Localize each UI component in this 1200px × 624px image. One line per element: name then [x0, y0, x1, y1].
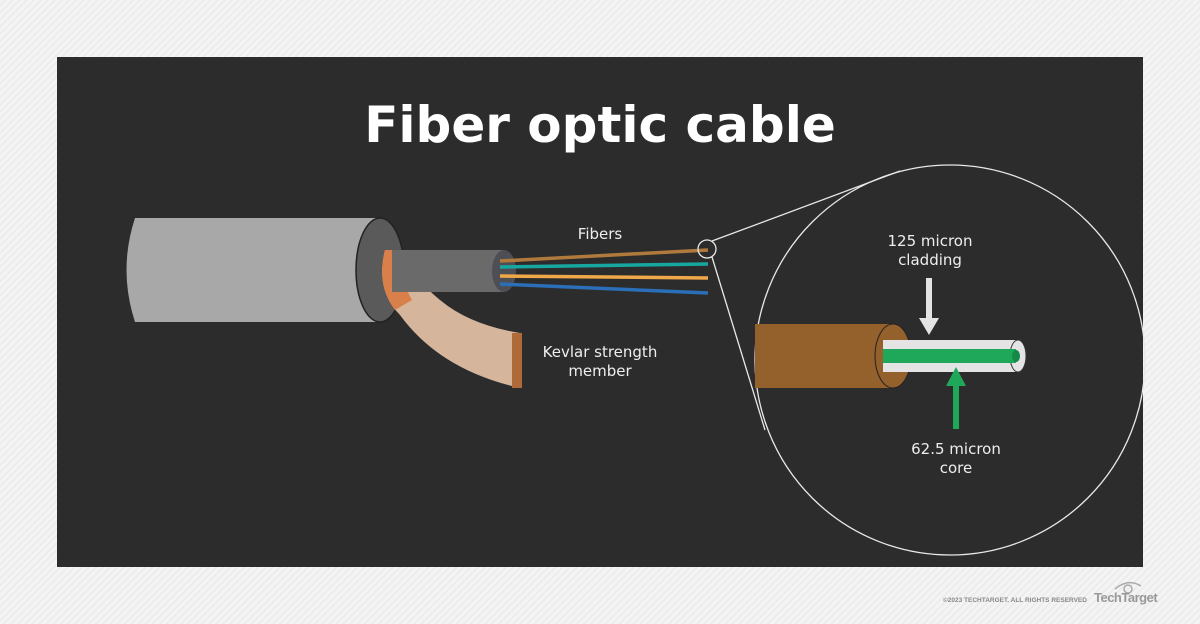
fiber-teal — [499, 262, 709, 269]
cladding-arrow — [919, 278, 939, 335]
cladding-label-2: cladding — [898, 251, 962, 269]
fibers — [499, 248, 709, 295]
core-label-2: core — [940, 459, 973, 477]
kevlar-label-1: Kevlar strength — [543, 343, 658, 361]
magnified-fiber — [755, 323, 1027, 389]
kevlar-label-2: member — [568, 362, 632, 380]
fiber-brown — [499, 248, 709, 263]
fiber-yellow — [499, 274, 709, 280]
core-label-1: 62.5 micron — [911, 440, 1001, 458]
techtarget-eye-icon — [1114, 581, 1142, 594]
cladding-label-1: 125 micron — [888, 232, 973, 250]
diagram-title: Fiber optic cable — [364, 96, 836, 154]
fiber-blue — [499, 282, 709, 295]
core — [883, 349, 1016, 363]
buffer-tube — [392, 250, 516, 292]
outer-jacket — [126, 217, 405, 323]
brand-logo-text: TechTarget — [1094, 590, 1158, 605]
fibers-label: Fibers — [578, 225, 623, 243]
copyright-text: ©2023 TECHTARGET. ALL RIGHTS RESERVED — [943, 597, 1087, 604]
core-arrow — [946, 367, 966, 429]
